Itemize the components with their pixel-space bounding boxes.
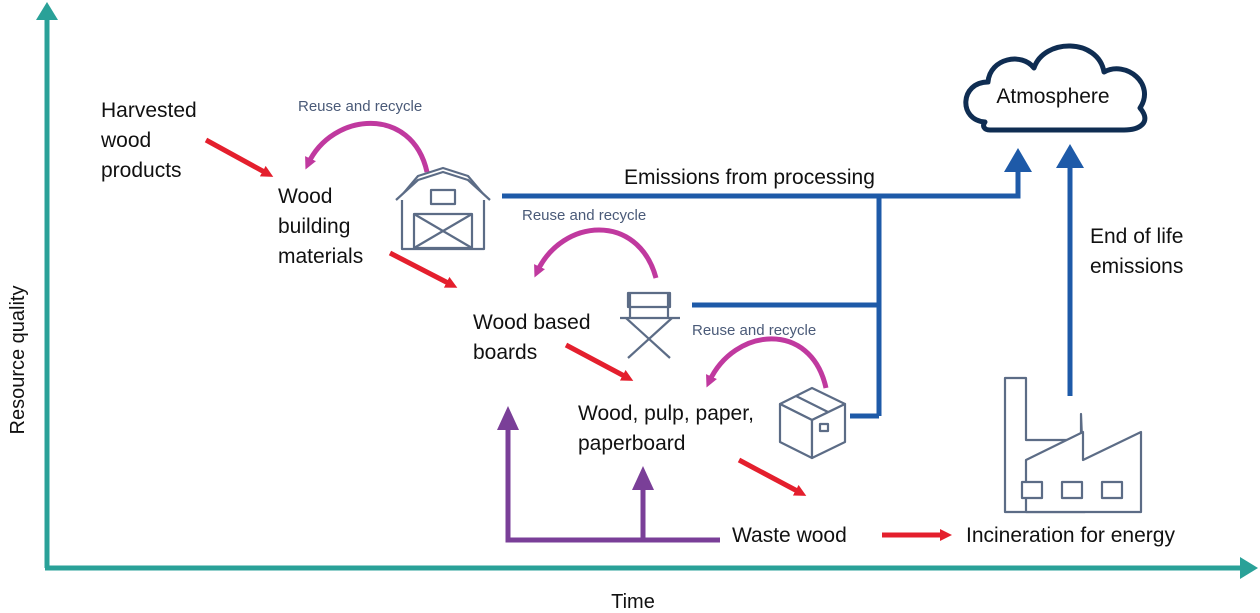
cardboard-box-icon — [778, 386, 847, 460]
node-atmosphere: Atmosphere — [996, 85, 1109, 108]
cloud-icon — [963, 43, 1148, 133]
processing-emission-line — [502, 168, 1021, 199]
processing-emission-arrowhead — [1004, 148, 1032, 172]
node-wood-building-materials: Wood building materials — [278, 185, 363, 268]
reuse-arcs — [305, 121, 829, 389]
flow-pulp-to-waste — [737, 457, 807, 496]
pulp-line-2: paperboard — [578, 432, 685, 455]
end-of-life-arrowhead — [1056, 144, 1084, 168]
end-of-life-line-2: emissions — [1090, 255, 1183, 278]
boards-line-1: Wood based — [473, 311, 591, 334]
reuse-label-boards: Reuse and recycle — [522, 207, 646, 224]
building-line-1: Wood — [278, 185, 332, 208]
flow-boards-to-pulp — [564, 342, 634, 381]
x-axis-label: Time — [611, 591, 655, 613]
end-of-life-line-1: End of life — [1090, 225, 1183, 248]
y-axis-label: Resource quality — [7, 286, 29, 435]
node-wood-based-boards: Wood based boards — [473, 311, 596, 364]
node-wood-pulp-paper: Wood, pulp, paper, paperboard — [578, 402, 760, 455]
axes: Time Resource quality — [7, 2, 1258, 613]
waste-to-boards-arrowhead — [497, 406, 519, 430]
reuse-arc-building — [305, 121, 430, 173]
y-axis-arrowhead — [36, 2, 58, 20]
building-line-3: materials — [278, 245, 363, 268]
label-emissions-from-processing: Emissions from processing — [624, 166, 875, 189]
waste-return-line — [505, 426, 720, 543]
harvested-line-2: wood — [100, 129, 151, 152]
flow-harvested-to-building — [204, 137, 274, 177]
x-axis-arrowhead — [1240, 557, 1258, 579]
node-waste-wood: Waste wood — [732, 524, 847, 547]
boards-line-2: boards — [473, 341, 537, 364]
cascade-flows — [204, 137, 952, 541]
node-harvested-wood-products: Harvested wood products — [100, 99, 203, 182]
reuse-label-building: Reuse and recycle — [298, 98, 422, 115]
label-end-of-life-emissions: End of life emissions — [1090, 225, 1189, 278]
factory-icon — [1003, 376, 1143, 514]
emission-flows — [502, 166, 1073, 419]
harvested-line-1: Harvested — [101, 99, 197, 122]
reuse-arc-pulp — [706, 336, 829, 389]
waste-to-pulp-arrowhead — [632, 466, 654, 490]
node-incineration-for-energy: Incineration for energy — [966, 524, 1175, 547]
waste-return-flows — [505, 426, 720, 543]
flow-building-to-boards — [388, 250, 458, 288]
barn-icon — [395, 166, 491, 251]
reuse-label-pulp: Reuse and recycle — [692, 322, 816, 339]
harvested-line-3: products — [101, 159, 182, 182]
reuse-arc-boards — [534, 227, 659, 279]
pulp-line-1: Wood, pulp, paper, — [578, 402, 754, 425]
director-chair-icon — [620, 291, 680, 359]
building-line-2: building — [278, 215, 350, 238]
